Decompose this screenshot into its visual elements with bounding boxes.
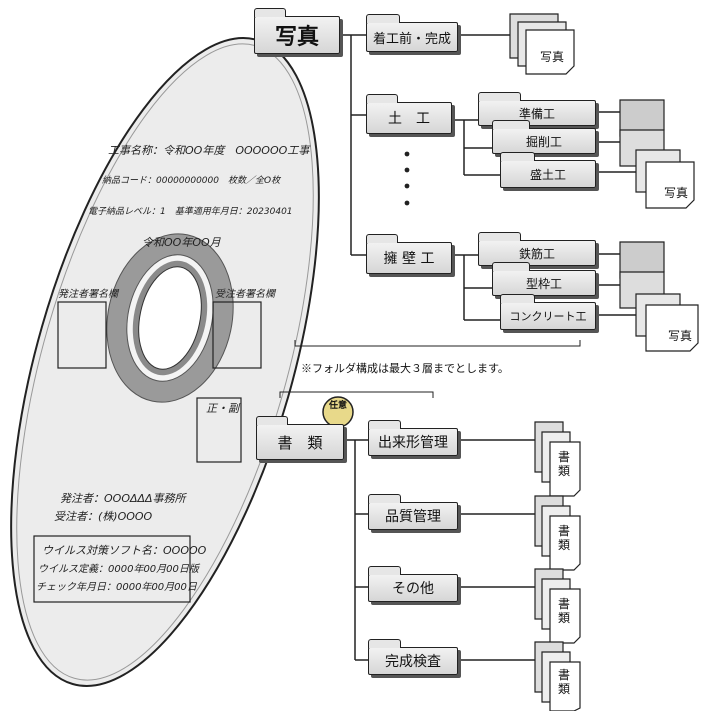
folder-output-mgmt: 出来形管理 bbox=[367, 420, 458, 456]
folder-embankment: 盛土工 bbox=[499, 152, 596, 188]
doc-file-label-3: 書類 bbox=[558, 597, 571, 625]
folder-quality-mgmt: 品質管理 bbox=[367, 494, 458, 530]
photo-stack-1 bbox=[509, 13, 575, 75]
folder-retaining-wall: 擁 壁 工 bbox=[365, 234, 452, 274]
photo-stack-3 bbox=[619, 241, 699, 352]
doc-file-label-2: 書類 bbox=[558, 524, 571, 552]
cd-disc bbox=[10, 37, 320, 687]
disc-virus-definition: ウイルス定義：0000年00月00日版 bbox=[38, 564, 199, 575]
disc-date: 令和OO年OO月 bbox=[142, 236, 221, 249]
folder-concrete: コンクリート工 bbox=[499, 294, 596, 330]
tree-lines-docs bbox=[344, 439, 535, 661]
doc-stack-2 bbox=[534, 495, 581, 571]
folder-formwork: 型枠工 bbox=[491, 262, 596, 296]
contractor-sign-label: 受注者署名欄 bbox=[215, 289, 275, 300]
doc-stack-4 bbox=[534, 641, 581, 711]
photo-file-label-1: 写真 bbox=[540, 50, 565, 64]
disc-level: 電子納品レベル：1 基準適用年月日：20230401 bbox=[88, 207, 293, 217]
level-brackets bbox=[279, 340, 581, 398]
tree-lines-photos bbox=[340, 34, 636, 321]
ellipsis-dots bbox=[404, 151, 410, 206]
doc-file-label-4: 書類 bbox=[558, 668, 571, 696]
disc-contractor: 受注者：(株)OOOO bbox=[54, 510, 153, 523]
optional-badge: 任意 bbox=[328, 401, 347, 411]
photo-file-label-2: 写真 bbox=[664, 186, 689, 200]
folder-rebar: 鉄筋工 bbox=[477, 232, 596, 266]
disc-construction-name: 工事名称：令和OO年度 OOOOOO工事 bbox=[108, 144, 310, 157]
folder-before-complete: 着工前・完成 bbox=[365, 14, 458, 52]
folder-earthwork: 土 工 bbox=[365, 94, 452, 134]
disc-orderer: 発注者：OOOΔΔΔ事務所 bbox=[60, 492, 186, 505]
folder-prep-work: 準備工 bbox=[477, 92, 596, 126]
folder-docs-root: 書 類 bbox=[255, 416, 344, 460]
copy-mark-label: 正・副 bbox=[206, 402, 239, 415]
disc-check-date: チェック年月日：0000年00月00日 bbox=[36, 582, 197, 593]
photo-file-label-3: 写真 bbox=[668, 329, 693, 343]
disc-delivery-code: 納品コード：00000000000 枚数／全O枚 bbox=[102, 176, 281, 186]
folder-others: その他 bbox=[367, 566, 458, 602]
folder-completion-inspection: 完成検査 bbox=[367, 639, 458, 675]
folder-photos-root: 写真 bbox=[253, 8, 340, 54]
folder-depth-note: ※フォルダ構成は最大３層までとします。 bbox=[301, 362, 509, 375]
folder-excavation: 掘削工 bbox=[491, 120, 596, 154]
doc-file-label-1: 書類 bbox=[558, 450, 571, 478]
doc-stack-3 bbox=[534, 568, 581, 644]
photo-stack-2 bbox=[619, 99, 695, 209]
doc-stack-1 bbox=[534, 421, 581, 497]
disc-virus-software: ウイルス対策ソフト名：OOOOO bbox=[42, 544, 207, 557]
orderer-sign-label: 発注者署名欄 bbox=[58, 289, 118, 300]
